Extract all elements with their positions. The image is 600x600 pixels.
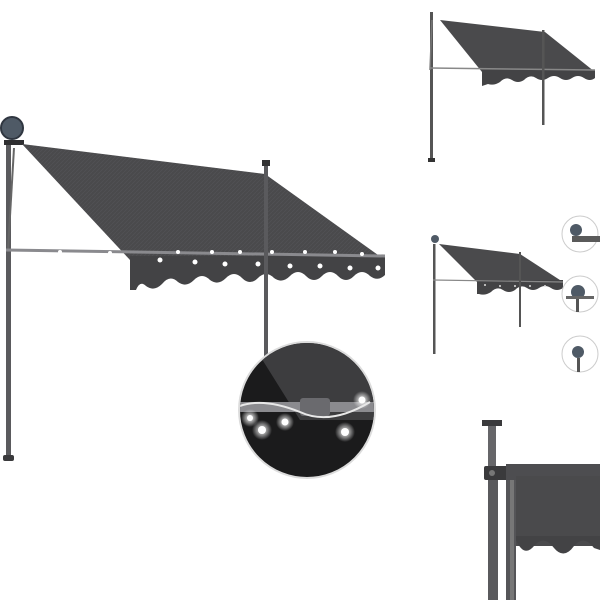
detail-circle-2 [561, 275, 599, 313]
awning-thumbnail-2 [431, 235, 564, 354]
pole-closeup-illustration [482, 420, 600, 600]
thumbnail-middle-right [425, 230, 565, 360]
awning-main-illustration [0, 116, 386, 479]
led-light-string [58, 250, 381, 271]
thumbnail-top-right [420, 0, 600, 170]
main-awning-view [0, 100, 400, 480]
left-pole [6, 140, 11, 460]
awning-valance [130, 256, 385, 290]
detail-circles [558, 212, 600, 382]
led-detail-zoom [238, 341, 376, 479]
detail-circle-1 [561, 215, 600, 253]
detail-circle-3 [561, 335, 599, 373]
awning-canopy [22, 144, 385, 260]
right-pole [264, 166, 268, 356]
bracket-detail-circles [561, 215, 600, 373]
bracket-knob [0, 116, 24, 140]
pole-bracket-closeup [470, 410, 600, 600]
awning-thumbnail-1 [428, 12, 596, 162]
